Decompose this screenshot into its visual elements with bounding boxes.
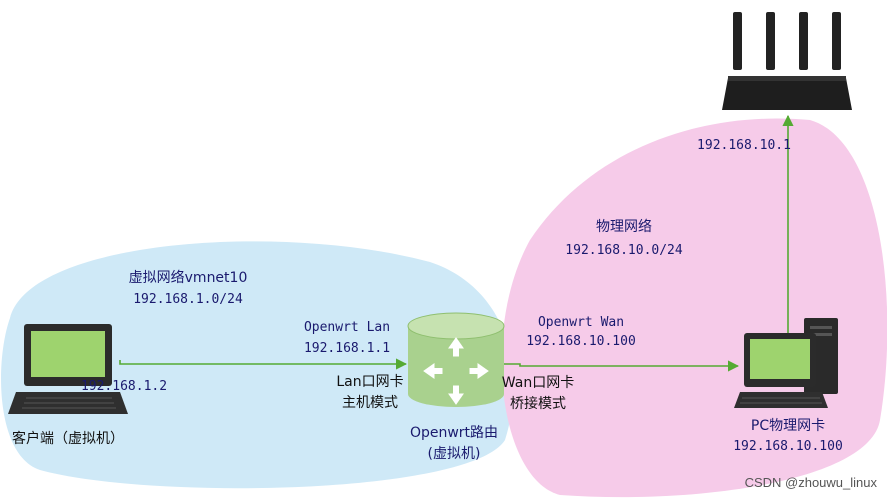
virtual-network-zone bbox=[1, 241, 514, 489]
virtual-network-name: 虚拟网络vmnet10 bbox=[128, 270, 248, 286]
openwrt-wan-ip: 192.168.10.100 bbox=[526, 334, 636, 349]
client-laptop-icon bbox=[8, 324, 128, 414]
openwrt-wan-name: Openwrt Wan bbox=[537, 315, 625, 330]
openwrt-label-line1: Openwrt路由 bbox=[409, 425, 499, 441]
lan-mode-label: 主机模式 bbox=[342, 395, 398, 411]
lan-nic-label: Lan口网卡 bbox=[336, 374, 404, 390]
router-ip-label: 192.168.10.1 bbox=[697, 138, 791, 153]
link-openwrt-to-pc bbox=[503, 360, 740, 372]
client-label: 客户端（虚拟机） bbox=[12, 431, 124, 447]
openwrt-label-line2: (虚拟机) bbox=[427, 446, 481, 462]
csdn-watermark: CSDN @zhouwu_linux bbox=[744, 475, 877, 490]
wan-nic-label: Wan口网卡 bbox=[501, 375, 575, 391]
link-client-to-openwrt bbox=[119, 358, 408, 370]
pc-desktop-icon bbox=[734, 318, 838, 408]
physical-network-subnet: 192.168.10.0/24 bbox=[565, 243, 683, 258]
client-ip-label: 192.168.1.2 bbox=[80, 379, 168, 394]
virtual-network-subnet: 192.168.1.0/24 bbox=[133, 292, 243, 307]
openwrt-lan-ip: 192.168.1.1 bbox=[303, 341, 391, 356]
pc-ip-label: 192.168.10.100 bbox=[733, 439, 843, 454]
pc-nic-label: PC物理网卡 bbox=[750, 418, 826, 434]
openwrt-lan-name: Openwrt Lan bbox=[303, 320, 391, 335]
wifi-router-icon bbox=[722, 12, 852, 110]
wan-mode-label: 桥接模式 bbox=[510, 396, 566, 412]
openwrt-router-icon bbox=[407, 312, 505, 407]
physical-network-name: 物理网络 bbox=[596, 219, 652, 235]
